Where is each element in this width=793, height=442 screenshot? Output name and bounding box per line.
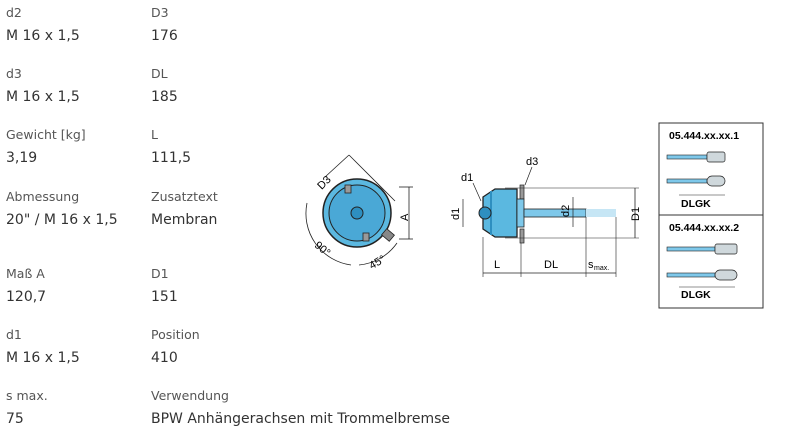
spec-value: BPW Anhängerachsen mit Trommelbremse (151, 411, 450, 427)
spec-s-max: s max. 75 (6, 388, 48, 428)
spec-label: Position (151, 327, 200, 342)
spec-d2: d2 M 16 x 1,5 (6, 5, 80, 45)
fork-eye-1 (706, 175, 726, 187)
spec-label: d2 (6, 5, 22, 20)
spec-value: M 16 x 1,5 (6, 89, 80, 105)
spec-value: 410 (151, 350, 178, 366)
fork-rod-1 (666, 154, 708, 160)
fork-eye-2 (714, 269, 738, 281)
angle-arc-90 (305, 202, 352, 266)
side-port (478, 206, 492, 220)
label-DL: DL (544, 259, 558, 271)
chamber-hub (350, 206, 364, 220)
stud-bottom (519, 228, 525, 244)
spec-label: Verwendung (151, 388, 229, 403)
spec-label: D1 (151, 266, 169, 281)
fork-rod-1b (666, 178, 708, 184)
dimension-line (324, 154, 350, 178)
mount-flange (516, 198, 525, 228)
label-D3: D3 (315, 174, 333, 192)
part-number-1: 05.444.xx.xx.1 (669, 130, 739, 142)
fork-rod-2b (666, 272, 716, 278)
dlgk-label-2: DLGK (681, 289, 711, 301)
dlgk-label-1: DLGK (681, 198, 711, 210)
front-view: D3 A 90° 45° (305, 154, 413, 272)
spec-value: M 16 x 1,5 (6, 350, 80, 366)
spec-D1: D1 151 (151, 266, 178, 306)
spec-label: D3 (151, 5, 169, 20)
fork-rod-2 (666, 246, 716, 252)
technical-drawing: D3 A 90° 45° L DL s max. (305, 122, 764, 309)
spec-label: Gewicht [kg] (6, 127, 86, 142)
spec-label: Abmessung (6, 189, 80, 204)
spec-value: 185 (151, 89, 178, 105)
spec-position: Position 410 (151, 327, 200, 367)
mounting-stud-bottom (362, 232, 370, 242)
label-d1-top: d1 (461, 172, 473, 184)
mounting-stud-top (344, 184, 352, 194)
spec-value: 111,5 (151, 150, 192, 166)
label-45: 45° (367, 253, 387, 272)
part-number-2: 05.444.xx.xx.2 (669, 222, 739, 234)
spec-value: M 16 x 1,5 (6, 28, 80, 44)
leader-line (472, 182, 482, 202)
spec-abmessung: Abmessung 20" / M 16 x 1,5 (6, 189, 118, 229)
spec-mass-a: Maß A 120,7 (6, 266, 46, 306)
spec-zusatztext: Zusatztext Membran (151, 189, 218, 229)
dimension-line (348, 154, 396, 202)
spec-label: Zusatztext (151, 189, 218, 204)
spec-label: DL (151, 66, 168, 81)
label-L: L (494, 259, 500, 271)
spec-d3: d3 M 16 x 1,5 (6, 66, 80, 106)
spec-DL: DL 185 (151, 66, 178, 106)
port-fitting (381, 228, 395, 242)
spec-verwendung: Verwendung BPW Anhängerachsen mit Tromme… (151, 388, 450, 428)
spec-value: 3,19 (6, 150, 38, 166)
fork-clevis-2 (714, 243, 738, 255)
angle-arc-45 (358, 242, 398, 266)
spec-value: 75 (6, 411, 24, 427)
label-A: A (399, 213, 411, 221)
label-s: s (588, 259, 594, 271)
label-d1-left: d1 (450, 208, 462, 220)
fork-variants-box: 05.444.xx.xx.1 DLGK 05.444.xx.xx.2 DLGK (658, 122, 764, 309)
stud-top (519, 184, 525, 200)
spec-value: Membran (151, 212, 218, 228)
leader-line (524, 166, 533, 186)
label-d3: d3 (526, 156, 538, 168)
spec-label: d1 (6, 327, 22, 342)
spec-value: 120,7 (6, 289, 47, 305)
fork-clevis-1 (706, 151, 726, 163)
spec-value: 20" / M 16 x 1,5 (6, 212, 118, 228)
push-rod-stroke (586, 209, 616, 217)
spec-D3: D3 176 (151, 5, 178, 45)
spec-value: 176 (151, 28, 178, 44)
label-d2: d2 (560, 205, 572, 217)
spec-label: Maß A (6, 266, 45, 281)
side-view: L DL s max. D1 d2 d3 d1 d1 (450, 156, 642, 277)
spec-d1: d1 M 16 x 1,5 (6, 327, 80, 367)
spec-label: s max. (6, 388, 48, 403)
spec-label: L (151, 127, 158, 142)
spec-L: L 111,5 (151, 127, 191, 167)
label-s-sub: max. (594, 265, 609, 272)
spec-gewicht: Gewicht [kg] 3,19 (6, 127, 86, 167)
spec-value: 151 (151, 289, 178, 305)
label-D1: D1 (630, 207, 642, 221)
spec-label: d3 (6, 66, 22, 81)
push-rod (523, 208, 587, 218)
